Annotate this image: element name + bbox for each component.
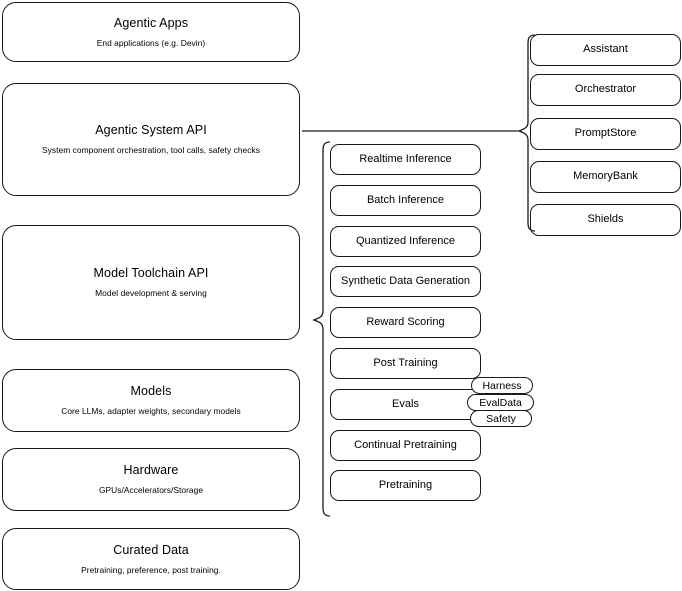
layer-subtitle: GPUs/Accelerators/Storage — [98, 485, 204, 496]
capability-label: Post Training — [373, 356, 438, 369]
capability-label: Realtime Inference — [359, 152, 452, 165]
layer-card-model-toolchain-api[interactable]: Model Toolchain API Model development & … — [2, 225, 300, 340]
layer-title: Models — [130, 384, 172, 399]
capability-label: Continual Pretraining — [354, 438, 457, 451]
capability-chip-post-training[interactable]: Post Training — [330, 348, 481, 379]
layer-subtitle: End applications (e.g. Devin) — [96, 37, 206, 48]
layer-subtitle: Pretraining, preference, post training. — [81, 564, 221, 575]
layer-title: Hardware — [123, 463, 179, 478]
layer-card-curated-data[interactable]: Curated Data Pretraining, preference, po… — [2, 528, 300, 590]
component-box-shields[interactable]: Shields — [530, 204, 681, 236]
eval-pill-label: Harness — [482, 379, 522, 392]
component-label: Assistant — [583, 43, 628, 56]
component-box-assistant[interactable]: Assistant — [530, 34, 681, 66]
layer-subtitle: Core LLMs, adapter weights, secondary mo… — [61, 406, 241, 417]
capability-label: Evals — [392, 397, 419, 410]
eval-pill-harness[interactable]: Harness — [471, 377, 533, 394]
capability-chip-evals[interactable]: Evals — [330, 389, 481, 420]
eval-pill-evaldata[interactable]: EvalData — [467, 394, 534, 411]
component-box-orchestrator[interactable]: Orchestrator — [530, 74, 681, 106]
capability-chip-continual-pretraining[interactable]: Continual Pretraining — [330, 430, 481, 461]
layer-title: Agentic Apps — [113, 15, 189, 30]
eval-pill-safety[interactable]: Safety — [470, 410, 532, 427]
component-label: MemoryBank — [573, 170, 638, 183]
layer-card-agentic-system-api[interactable]: Agentic System API System component orch… — [2, 83, 300, 196]
component-label: Shields — [587, 213, 624, 226]
capability-chip-quantized-inference[interactable]: Quantized Inference — [330, 226, 481, 257]
layer-card-hardware[interactable]: Hardware GPUs/Accelerators/Storage — [2, 448, 300, 511]
layer-card-agentic-apps[interactable]: Agentic Apps End applications (e.g. Devi… — [2, 2, 300, 62]
component-label: PromptStore — [574, 127, 637, 140]
layer-title: Model Toolchain API — [93, 266, 209, 281]
layer-title: Curated Data — [113, 542, 189, 557]
component-label: Orchestrator — [574, 83, 637, 96]
capability-label: Synthetic Data Generation — [340, 274, 471, 287]
capability-label: Batch Inference — [366, 193, 445, 206]
capability-label: Reward Scoring — [366, 315, 445, 328]
eval-pill-label: EvalData — [479, 396, 522, 409]
eval-pill-label: Safety — [486, 412, 516, 425]
layer-subtitle: System component orchestration, tool cal… — [42, 145, 260, 156]
capability-chip-pretraining[interactable]: Pretraining — [330, 470, 481, 501]
component-box-promptstore[interactable]: PromptStore — [530, 118, 681, 150]
capability-label: Quantized Inference — [355, 234, 456, 247]
brace-toolchain-capabilities — [312, 141, 331, 517]
component-box-memorybank[interactable]: MemoryBank — [530, 161, 681, 193]
layer-title: Agentic System API — [95, 123, 207, 138]
capability-label: Pretraining — [378, 478, 433, 491]
capability-chip-reward-scoring[interactable]: Reward Scoring — [330, 307, 481, 338]
capability-chip-batch-inference[interactable]: Batch Inference — [330, 185, 481, 216]
layer-card-models[interactable]: Models Core LLMs, adapter weights, secon… — [2, 369, 300, 432]
layer-subtitle: Model development & serving — [95, 288, 207, 299]
capability-chip-realtime-inference[interactable]: Realtime Inference — [330, 144, 481, 175]
capability-chip-synthetic-data-generation[interactable]: Synthetic Data Generation — [330, 266, 481, 297]
